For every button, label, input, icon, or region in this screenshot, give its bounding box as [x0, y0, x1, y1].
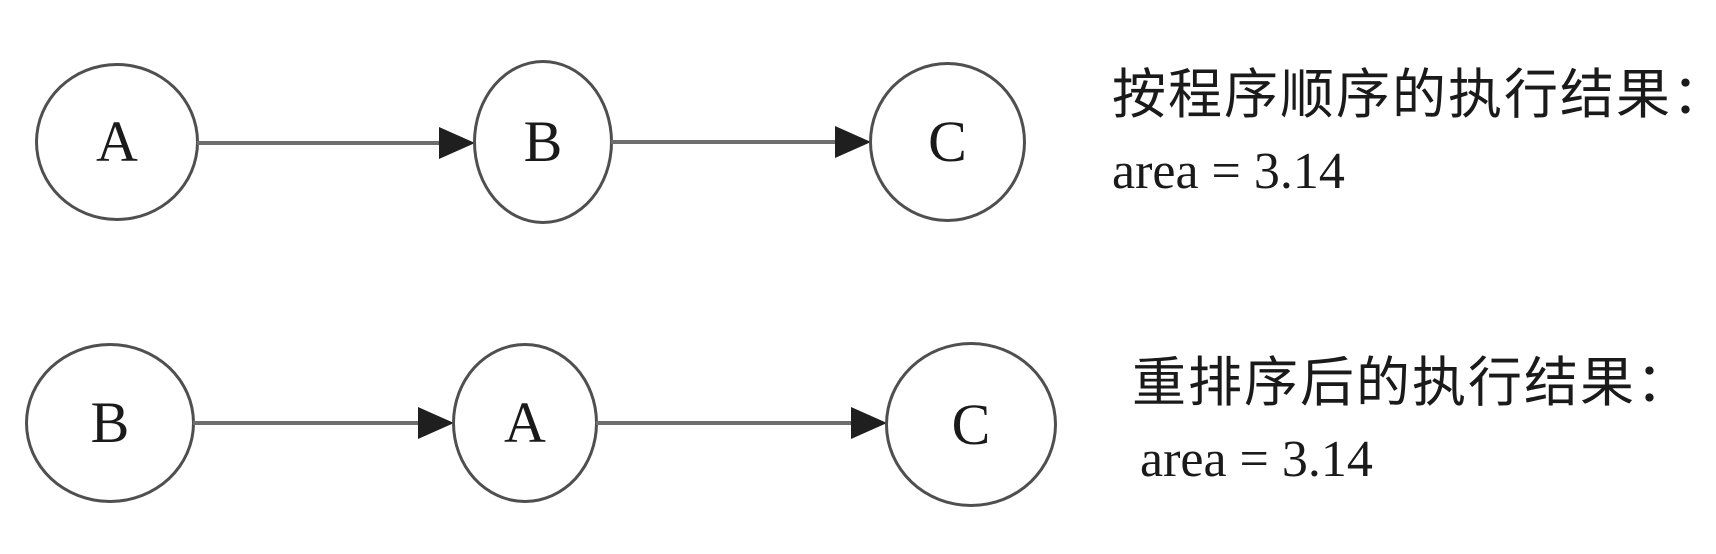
arrow-shaft	[193, 421, 426, 425]
node-c: C	[869, 62, 1026, 222]
arrowhead-icon	[835, 126, 871, 158]
arrow-shaft	[596, 421, 859, 425]
node-b-label: B	[90, 390, 130, 455]
node-a-label: A	[504, 390, 546, 455]
node-b-label: B	[523, 109, 563, 174]
arrow-a-to-b	[197, 127, 475, 159]
arrowhead-icon	[439, 127, 475, 159]
node-a: A	[35, 63, 199, 221]
caption-title: 重排序后的执行结果：	[1132, 353, 1692, 413]
arrow-b-to-c	[611, 126, 871, 158]
node-a: A	[452, 343, 598, 503]
arrow-shaft	[611, 140, 843, 144]
node-b: B	[473, 60, 613, 224]
node-c: C	[885, 342, 1057, 507]
arrowhead-icon	[418, 407, 454, 439]
node-c-label: C	[928, 109, 967, 174]
reordered-caption: 重排序后的执行结果： area = 3.14	[1132, 356, 1692, 486]
caption-title: 按程序顺序的执行结果：	[1112, 65, 1716, 125]
arrow-shaft	[197, 141, 447, 145]
node-c-label: C	[951, 391, 991, 457]
caption-result: area = 3.14	[1140, 431, 1373, 488]
arrowhead-icon	[851, 407, 887, 439]
arrow-b-to-a	[193, 407, 454, 439]
node-a-label: A	[96, 109, 138, 174]
arrow-a-to-c	[596, 407, 887, 439]
node-b: B	[25, 343, 195, 503]
program-order-caption: 按程序顺序的执行结果： area = 3.14	[1112, 68, 1716, 198]
caption-result: area = 3.14	[1112, 143, 1345, 200]
